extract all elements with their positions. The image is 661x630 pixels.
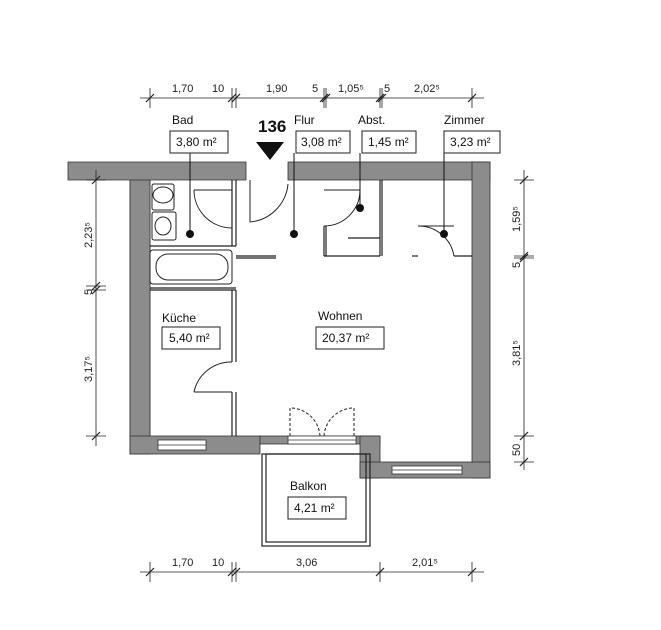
room-name-kueche: Küche [162,311,196,325]
dim-top-5: 1,05⁵ [338,83,364,95]
dim-right-2: 5 [511,262,523,268]
balcony-doors [289,407,355,437]
room-area-bad: 3,80 m² [176,135,217,149]
area-box-bad [169,130,229,154]
label-dots [186,204,448,238]
area-box-kueche [161,326,221,350]
room-area-kueche: 5,40 m² [169,331,210,345]
dim-top-4: 5 [312,83,318,95]
area-box-flur [295,130,351,154]
dim-top-2: 10 [212,83,224,95]
room-name-wohnen: Wohnen [318,309,362,323]
doors [193,180,455,393]
dim-bottom-3: 3,06 [296,557,317,569]
room-name-bad: Bad [172,113,193,127]
balcony-outline [261,453,371,547]
dim-bottom-1: 1,70 [172,557,193,569]
room-area-zimmer: 3,23 m² [450,135,491,149]
dim-left-3: 3,17⁵ [83,356,95,382]
room-area-balkon: 4,21 m² [294,501,335,515]
room-name-abst: Abst. [358,113,385,127]
room-name-zimmer: Zimmer [444,113,485,127]
windows [157,435,463,475]
area-box-wohnen [315,326,385,350]
room-name-balkon: Balkon [290,479,327,493]
dim-right-4: 50 [511,444,523,456]
dim-top-7: 2,02⁵ [414,83,440,95]
entrance-arrow-icon [256,142,284,160]
room-area-wohnen: 20,37 m² [322,331,369,345]
outer-walls [67,161,491,479]
room-area-abst: 1,45 m² [368,135,409,149]
dim-right-3: 3,81⁵ [511,340,523,366]
bathroom-fixtures [149,183,233,285]
area-box-balkon [287,496,347,520]
dim-bottom-2: 10 [212,557,224,569]
dimension-ticks [91,93,529,577]
dim-top-6: 5 [384,83,390,95]
room-name-flur: Flur [294,113,315,127]
dim-left-1: 2,23⁵ [83,222,95,248]
area-box-abst [361,130,417,154]
dim-top-3: 1,90 [266,83,287,95]
dim-top-1: 1,70 [172,83,193,95]
leader-lines [189,153,445,234]
interior-walls [150,180,472,436]
room-area-flur: 3,08 m² [301,135,342,149]
dim-right-1: 1,59⁵ [511,206,523,232]
area-box-zimmer [443,130,501,154]
dim-bottom-4: 2,01⁵ [412,557,438,569]
dim-left-2: 5 [83,289,95,295]
unit-number: 136 [258,117,286,136]
